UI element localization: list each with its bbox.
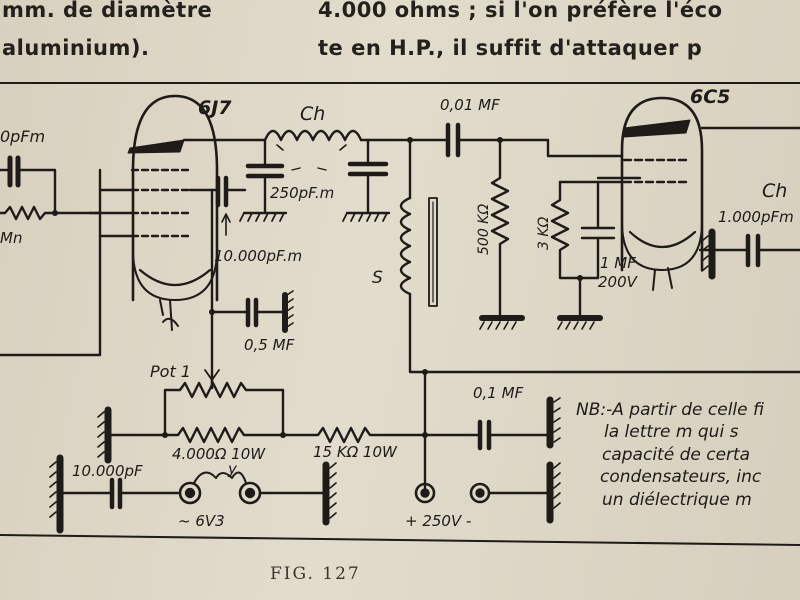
coil-s: [399, 196, 412, 296]
label-cap-250: 250pF.m: [270, 184, 334, 202]
label-cap-10000m: 10.000pF.m: [214, 247, 302, 265]
note-line2: la lettre m qui s: [604, 422, 739, 442]
note-line1: NB:-A partir de celle fi: [576, 400, 764, 420]
label-cap-05: 0,5 ΜF: [244, 336, 295, 354]
label-cap-001: 0,01 ΜF: [440, 96, 500, 114]
text-right-line2: te en H.P., il suffit d'attaquer p: [318, 36, 703, 60]
label-res-500k: 500 KΩ: [476, 204, 492, 255]
label-res-15k: 15 KΩ 10W: [313, 443, 398, 461]
figure-caption: FIG. 127: [270, 564, 361, 584]
label-choke-ch1: Ch: [300, 103, 325, 125]
label-heater-voltage: ~ 6V3: [178, 512, 225, 530]
note-line3: capacité de certa: [602, 445, 750, 465]
resistor-15k: [281, 426, 427, 444]
label-cap-1mf-voltage: 200V: [598, 273, 639, 291]
tube-6c5: [620, 96, 704, 291]
label-cap-1000: 1.000pFm: [718, 208, 794, 226]
choke-ch-1: [263, 129, 363, 142]
label-cap-1mf: 1 ΜF: [600, 254, 636, 272]
resistor-500k: [490, 138, 510, 320]
label-cap-10000: 10.000pF: [72, 462, 143, 480]
label-supply: + 250V -: [405, 512, 471, 530]
label-res-3k: 3 KΩ: [536, 216, 552, 250]
text-right-line1: 4.000 ohms ; si l'on préfère l'éco: [318, 0, 723, 22]
label-cap-01: 0,1 ΜF: [473, 384, 524, 402]
text-left-line2: aluminium).: [2, 36, 150, 60]
note-line5: un diélectrique m: [602, 490, 752, 510]
label-pot: Pot 1: [150, 362, 191, 381]
label-cap-left: 0pFm: [0, 127, 45, 146]
pot-1: [163, 381, 285, 437]
tube-6j7: [127, 94, 219, 331]
text-left-line1: mm. de diamètre: [2, 0, 213, 22]
label-res-left: Mn: [0, 229, 22, 247]
label-tube-6c5: 6C5: [690, 86, 730, 108]
label-heater-y: y: [227, 460, 238, 478]
frame-bottom: [0, 534, 800, 546]
label-choke-ch2: Ch: [762, 180, 787, 202]
label-tube-6j7: 6J7: [198, 97, 232, 119]
label-res-4000: 4.000Ω 10W: [172, 445, 266, 463]
note-line4: condensateurs, inc: [600, 467, 762, 487]
label-coil-s: S: [372, 268, 383, 288]
